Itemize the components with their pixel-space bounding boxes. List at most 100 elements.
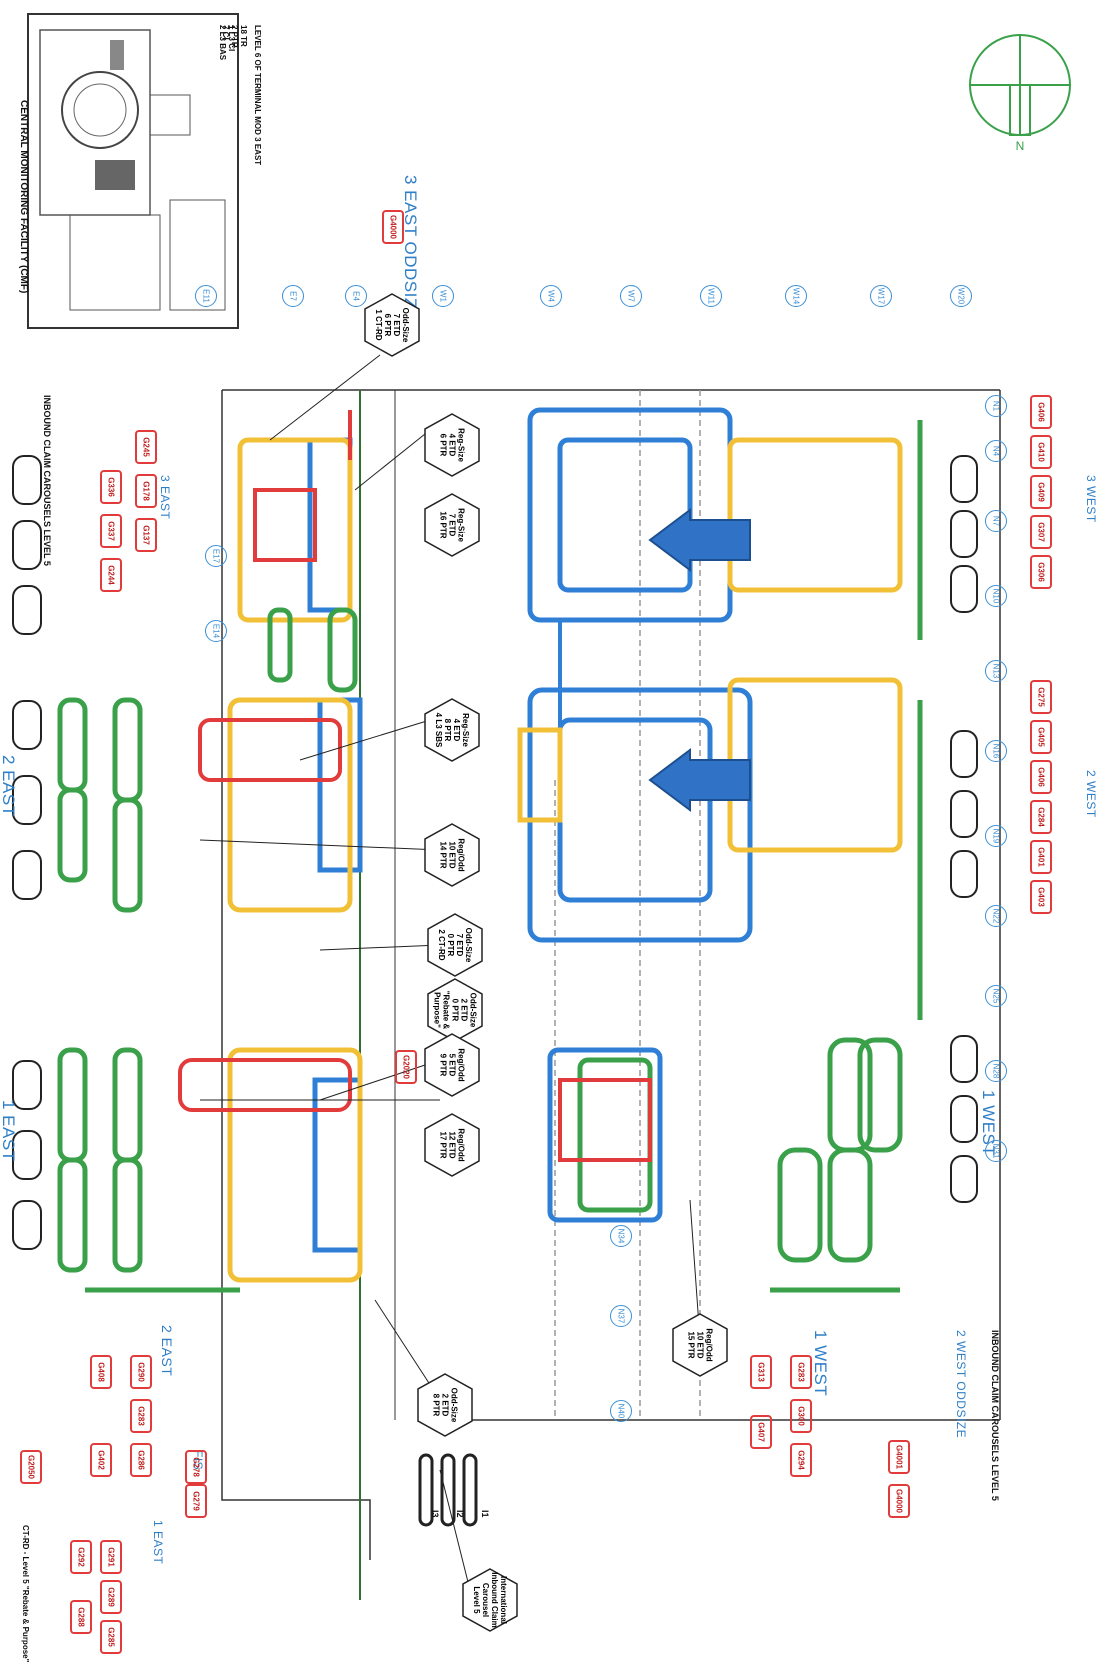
carousel-east1-1 [12, 1060, 42, 1110]
equipment-tag: G279 [185, 1484, 207, 1518]
carousel-east1-2 [12, 1130, 42, 1180]
equipment-tag: G2050 [20, 1450, 42, 1484]
equipment-tag: G137 [135, 518, 157, 552]
equipment-tag-label: G278 [191, 1457, 201, 1477]
hexagon-text: Reg-Size 7 ETD 16 PTR [438, 508, 466, 542]
grid-bubble-label: W11 [706, 288, 716, 304]
grid-bubble-n31: N31 [985, 1140, 1007, 1162]
hexagon-callout [672, 1313, 728, 1377]
grid-bubble-label: W7 [626, 290, 636, 302]
header-inbound-left: INBOUND CLAIM CAROUSELS LEVEL 5 [42, 395, 52, 566]
equipment-tag-label: G307 [1036, 522, 1046, 542]
equipment-tag-label: G292 [76, 1547, 86, 1567]
header-ct-rd: CT-RD - Level 5 "Rebate & Purpose" [21, 1525, 30, 1662]
grid-bubble-n1: N1 [985, 395, 1007, 417]
hexagon-callout [427, 913, 483, 977]
grid-bubble-n19: N19 [985, 825, 1007, 847]
equipment-tag-label: G284 [1036, 807, 1046, 827]
hexagon-text: Reg-Size 4 ETD 6 PTR [438, 428, 466, 462]
equipment-tag-label: G306 [1036, 562, 1046, 582]
equipment-tag-label: G403 [1036, 887, 1046, 907]
equipment-tag: G290 [130, 1355, 152, 1389]
grid-bubble-e4: E4 [345, 285, 367, 307]
grid-bubble-w1: W1 [432, 285, 454, 307]
equipment-tag: G178 [135, 474, 157, 508]
conveyor-yellow [227, 437, 903, 1283]
equipment-tag: G313 [750, 1355, 772, 1389]
carousel-west3-2 [950, 510, 978, 558]
cmf-caption: CENTRAL MONITORING FACILITY (CMF) [18, 100, 29, 294]
hexagon-callout [424, 698, 480, 762]
hexagon-text: Odd-Size 7 ETD 6 PTR 1 CT-RD [374, 307, 410, 343]
equipment-tag-label: G2020 [401, 1054, 411, 1080]
carousel-label-i3: I3 [430, 1510, 440, 1518]
equipment-tag: G2020 [395, 1050, 417, 1084]
grid-bubble-label: N19 [991, 828, 1001, 844]
equipment-tag-label: G294 [796, 1450, 806, 1470]
hexagon-text: Odd-Size 2 ETD 8 PTR [431, 1387, 459, 1423]
equipment-tag: G405 [1030, 720, 1052, 754]
cmf-inset-map [27, 13, 239, 329]
header-3-east: 3 EAST [158, 475, 172, 520]
grid-bubble-label: N4 [991, 445, 1001, 457]
equipment-tag-label: G408 [96, 1362, 106, 1382]
equipment-tag-label: G313 [756, 1362, 766, 1382]
building-outline [221, 389, 1001, 1600]
carousel-east3-2 [12, 520, 42, 570]
grid-bubble-n13: N13 [985, 660, 1007, 682]
equipment-tag-label: G336 [106, 477, 116, 497]
grid-bubble-w4: W4 [540, 285, 562, 307]
hexagon-text: Odd-Size 2 ETD 0 PTR "Rebate & Purpose" [432, 990, 478, 1030]
hexagon-callout [462, 1568, 518, 1632]
hexagon-text: Reg/Odd 5 ETD 9 PTR [438, 1048, 466, 1082]
equipment-tag-label: G337 [106, 521, 116, 541]
grid-bubble-n34: N34 [610, 1225, 632, 1247]
carousel-east3-3 [12, 585, 42, 635]
international-carousels [418, 1453, 478, 1527]
grid-bubble-label: N16 [991, 743, 1001, 759]
equipment-tag: G406 [1030, 395, 1052, 429]
grid-bubble-label: E4 [351, 291, 361, 301]
equipment-tag-label: G401 [1036, 847, 1046, 867]
grid-bubble-e17: E17 [205, 545, 227, 567]
hexagon-callout [364, 293, 420, 357]
hexagon-callout [424, 1033, 480, 1097]
grid-bubble-label: N34 [616, 1228, 626, 1244]
equipment-tag: G283 [790, 1355, 812, 1389]
carousel-west1-3 [950, 1155, 978, 1203]
equipment-tag-label: G4000 [894, 1488, 904, 1514]
grid-bubble-label: W4 [546, 290, 556, 302]
grid-bubble-label: E7 [288, 291, 298, 301]
carousel-west2-2 [950, 790, 978, 838]
equipment-tag: G410 [1030, 435, 1052, 469]
carousel-label-i1: I1 [480, 1510, 490, 1518]
grid-bubble-label: W20 [956, 287, 966, 305]
carousel-west1-2 [950, 1095, 978, 1143]
north-compass: N [969, 34, 1071, 153]
grid-bubble-label: N31 [991, 1143, 1001, 1159]
equipment-tag-label: G288 [76, 1607, 86, 1627]
conveyor-green [57, 420, 923, 1293]
carousel-east2-2 [12, 775, 42, 825]
header-1-east: 1 EAST [0, 1100, 18, 1162]
hexagon-callout [424, 413, 480, 477]
equipment-tag: G4001 [888, 1440, 910, 1474]
grid-bubble-w20: W20 [950, 285, 972, 307]
equipment-tag: G409 [1030, 475, 1052, 509]
equipment-tag: G244 [100, 558, 122, 592]
grid-bubble-label: W1 [438, 290, 448, 302]
carousel-west3-1 [950, 455, 978, 503]
cmf-counts-left: 1 L3 CI 2 L3 BAS [218, 25, 236, 61]
equipment-tag-label: G407 [756, 1422, 766, 1442]
equipment-tag: G307 [1030, 515, 1052, 549]
carousel-label-i2: I2 [455, 1510, 465, 1518]
carousel-west1-1 [950, 1035, 978, 1083]
equipment-tag-label: G245 [141, 437, 151, 457]
hexagon-callout [417, 1373, 473, 1437]
equipment-tag-label: G283 [796, 1362, 806, 1382]
grid-bubble-e14: E14 [205, 620, 227, 642]
carousel-east3-1 [12, 455, 42, 505]
grid-bubble-label: N10 [991, 588, 1001, 604]
